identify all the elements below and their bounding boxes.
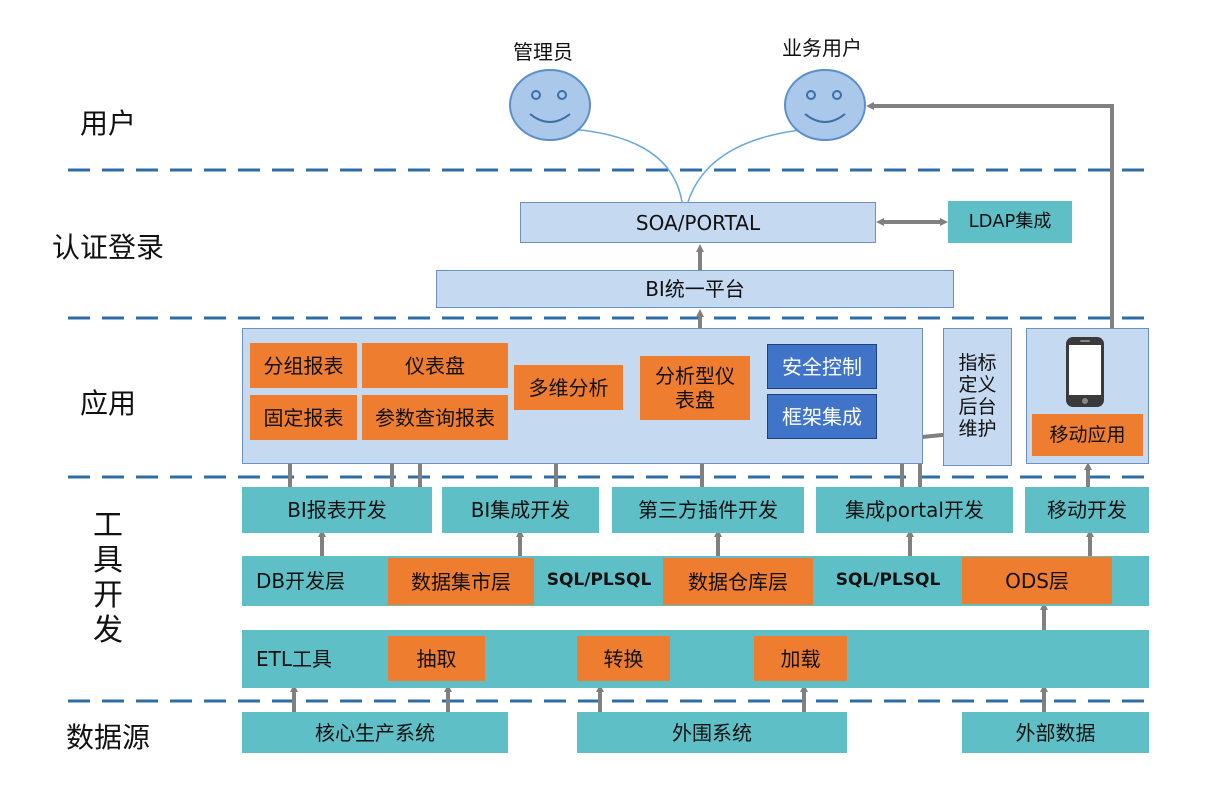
sql-plsql-label-1: SQL/PLSQL xyxy=(546,569,652,590)
business-user-face-icon xyxy=(784,69,866,141)
load-box: 加载 xyxy=(754,636,847,681)
framework-integration-box: 框架集成 xyxy=(767,394,877,439)
transform-box: 转换 xyxy=(577,636,670,681)
business-user-label: 业务用户 xyxy=(782,36,862,60)
dashboard-box: 仪表盘 xyxy=(362,343,508,388)
lane-tools: 工具开发 xyxy=(93,508,123,648)
multi-analysis-box: 多维分析 xyxy=(514,365,623,410)
portal-integration-dev-box: 集成portal开发 xyxy=(816,487,1013,533)
smartphone-icon xyxy=(1066,337,1104,407)
lane-dividers xyxy=(68,168,1148,703)
indicator-admin-box: 指标定义后台维护 xyxy=(943,328,1012,466)
extract-box: 抽取 xyxy=(388,636,485,681)
lane-app: 应用 xyxy=(80,387,137,420)
fixed-report-box: 固定报表 xyxy=(250,395,357,440)
third-party-plugin-dev-box: 第三方插件开发 xyxy=(612,487,804,533)
admin-label: 管理员 xyxy=(513,40,573,64)
lane-source: 数据源 xyxy=(66,721,151,754)
bi-platform-box: BI统一平台 xyxy=(436,270,954,308)
ods-box: ODS层 xyxy=(962,557,1112,604)
etl-tool-bar: ETL工具 xyxy=(242,630,1149,688)
external-data-box: 外部数据 xyxy=(962,712,1149,753)
arrow-mobile-user xyxy=(866,102,1114,330)
bi-report-dev-box: BI报表开发 xyxy=(242,487,432,533)
core-system-box: 核心生产系统 xyxy=(242,712,508,753)
mobile-dev-box: 移动开发 xyxy=(1025,487,1149,533)
security-control-box: 安全控制 xyxy=(767,344,877,389)
soa-portal-box: SOA/PORTAL xyxy=(520,202,876,243)
lane-auth: 认证登录 xyxy=(52,231,165,264)
ldap-box: LDAP集成 xyxy=(948,201,1072,243)
data-mart-box: 数据集市层 xyxy=(388,558,534,605)
admin-face-icon xyxy=(509,69,591,141)
bi-integration-dev-box: BI集成开发 xyxy=(442,487,599,533)
sql-plsql-label-2: SQL/PLSQL xyxy=(835,569,941,590)
peripheral-system-box: 外围系统 xyxy=(577,712,847,753)
group-report-box: 分组报表 xyxy=(250,343,357,388)
lane-users: 用户 xyxy=(80,107,137,140)
data-warehouse-box: 数据仓库层 xyxy=(663,558,813,605)
param-report-box: 参数查询报表 xyxy=(362,395,508,440)
analytic-dashboard-box: 分析型仪表盘 xyxy=(640,356,750,420)
mobile-app-box: 移动应用 xyxy=(1032,414,1143,456)
